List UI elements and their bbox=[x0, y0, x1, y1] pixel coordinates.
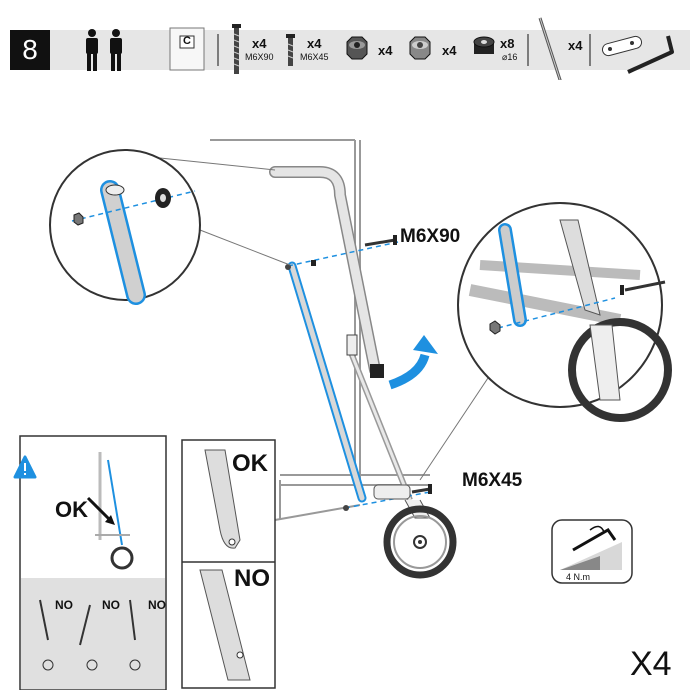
link-plate-icon bbox=[601, 35, 643, 57]
screw-m6x90-spec: M6X90 bbox=[245, 52, 274, 62]
screw-m6x45-icon bbox=[286, 34, 295, 66]
rotate-arrow-icon bbox=[388, 335, 438, 390]
spacer-icon bbox=[473, 36, 495, 54]
lock-nut-qty: x4 bbox=[378, 43, 393, 58]
rod-icon bbox=[538, 17, 562, 80]
comparison-no-label: NO bbox=[234, 565, 270, 592]
warning-ok-label: OK bbox=[55, 497, 88, 522]
upper-screw bbox=[364, 235, 397, 247]
torque-value: 4 N.m bbox=[566, 572, 591, 582]
detail-circle-upper bbox=[49, 149, 291, 305]
lock-nut-icon bbox=[346, 36, 368, 60]
upper-alignment-line bbox=[287, 241, 399, 267]
lower-alignment-line bbox=[344, 491, 431, 509]
hinge bbox=[346, 334, 358, 356]
hex-nut-icon bbox=[409, 36, 431, 60]
leg-tube-highlighted bbox=[287, 261, 367, 503]
bag-letter: C bbox=[183, 35, 191, 47]
frame-tube bbox=[269, 166, 384, 378]
two-persons-icon bbox=[86, 29, 122, 71]
detail-circle-lower bbox=[419, 202, 672, 481]
assembly-illustration bbox=[13, 139, 672, 690]
upper-screw-callout: M6X90 bbox=[400, 226, 461, 247]
warning-no-label-1: NO bbox=[55, 598, 73, 612]
screw-m6x45-qty: x4 bbox=[307, 36, 322, 51]
wheel-bracket bbox=[373, 484, 411, 500]
comparison-panel bbox=[181, 439, 276, 689]
wheel bbox=[383, 499, 457, 579]
warning-panel bbox=[13, 435, 167, 690]
upper-spacer bbox=[311, 260, 316, 266]
lower-screw bbox=[411, 484, 432, 494]
screw-m6x45-spec: M6X45 bbox=[300, 52, 329, 62]
warning-no-label-3: NO bbox=[148, 598, 166, 612]
comparison-ok-label: OK bbox=[232, 450, 268, 477]
upper-nut bbox=[285, 264, 291, 270]
hardware-bag-icon bbox=[169, 27, 205, 71]
allen-key-icon bbox=[627, 35, 674, 74]
lower-nut bbox=[343, 505, 349, 511]
screw-m6x90-icon bbox=[232, 24, 241, 74]
step-number: 8 bbox=[10, 30, 50, 70]
parts-icons bbox=[86, 17, 674, 80]
warning-no-label-2: NO bbox=[102, 598, 120, 612]
lower-screw-callout: M6X45 bbox=[462, 470, 523, 491]
strut-inner bbox=[348, 349, 412, 501]
spacer-qty: x8 bbox=[500, 36, 515, 51]
spacer-spec: ⌀16 bbox=[502, 52, 518, 62]
repeat-count: X4 bbox=[630, 645, 672, 683]
rod-qty: x4 bbox=[568, 38, 583, 53]
screw-m6x90-qty: x4 bbox=[252, 36, 267, 51]
torque-box bbox=[551, 519, 633, 584]
hex-nut-qty: x4 bbox=[442, 43, 457, 58]
